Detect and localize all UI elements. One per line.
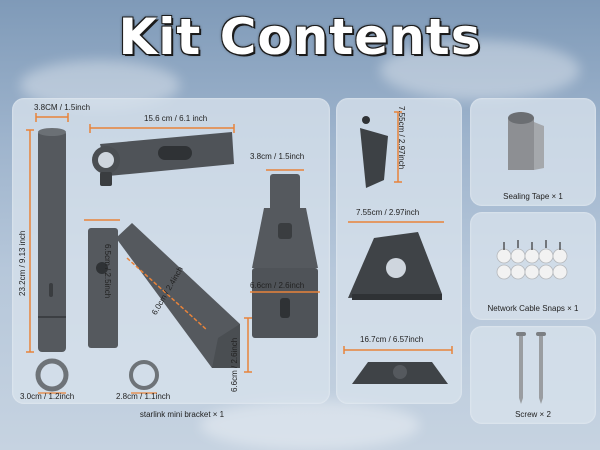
dim-ring-small: 2.8cm / 1.1inch: [116, 392, 171, 401]
bracket-panel: 3.8CM / 1.5inch 23.2cm / 9.13 inch 3.0cm…: [12, 98, 330, 419]
sealing-tape-panel: Sealing Tape × 1: [470, 98, 596, 206]
cable-snaps-caption: Network Cable Snaps × 1: [487, 304, 579, 313]
mount-side-image: [360, 111, 402, 188]
tape-roll-image: [508, 112, 544, 170]
dim-arm-length: 15.6 cm / 6.1 inch: [144, 114, 208, 123]
screw-panel: Screw × 2: [470, 326, 596, 424]
dim-mount-length: 16.7cm / 6.57inch: [360, 335, 424, 344]
dim-ring-big: 3.0cm / 1.2inch: [20, 392, 75, 401]
cloud: [380, 40, 580, 100]
dim-clip-width: 6.6cm / 2.6inch: [250, 281, 305, 290]
dim-top-width: 3.8CM / 1.5inch: [34, 103, 91, 112]
arm-image: [89, 124, 235, 186]
mount-bottom-image: [343, 346, 453, 384]
tape-caption: Sealing Tape × 1: [503, 192, 563, 201]
dim-mount-width: 7.55cm / 2.97inch: [356, 208, 420, 217]
page-title: Kit Contents: [118, 8, 482, 66]
clip-image: [250, 169, 320, 338]
mount-front-image: [348, 221, 444, 300]
cable-snaps-image: [496, 240, 568, 280]
cloud: [200, 400, 420, 450]
bracket-caption: starlink mini bracket × 1: [139, 410, 225, 419]
cable-snaps-panel: Network Cable Snaps × 1: [470, 212, 596, 320]
screw-caption: Screw × 2: [515, 410, 551, 419]
screws-image: [516, 332, 546, 404]
dim-clip-top: 3.8cm / 1.5inch: [250, 152, 305, 161]
pole-image: [26, 113, 159, 394]
mount-panel: 7.55cm / 2.97inch 7.55cm / 2.97inch 16.7…: [336, 98, 462, 404]
connector-image: [84, 219, 252, 373]
